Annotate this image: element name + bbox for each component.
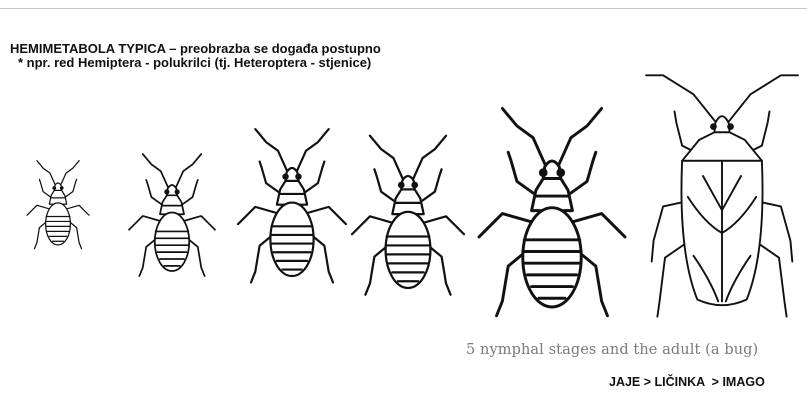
development-sequence: JAJE > LIČINKA > IMAGO xyxy=(609,375,765,389)
nymph-stage-5 xyxy=(479,108,625,315)
nymph-stage-1 xyxy=(27,161,89,249)
nymph-stage-2 xyxy=(129,154,215,276)
nymph-stage-3 xyxy=(238,129,346,282)
figure-caption: 5 nymphal stages and the adult (a bug) xyxy=(466,342,758,358)
nymph-stage-4 xyxy=(352,136,464,295)
adult-bug xyxy=(646,75,798,316)
